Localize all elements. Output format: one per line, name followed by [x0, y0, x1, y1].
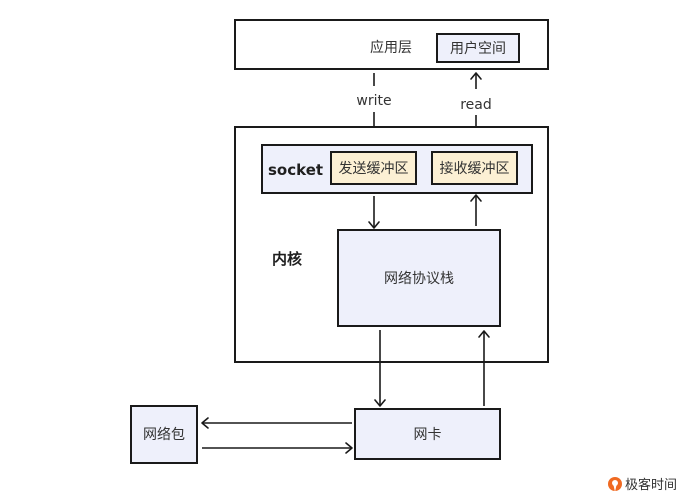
nic-to-packet-arrow	[201, 417, 352, 429]
send-to-stack-arrow	[368, 196, 380, 229]
watermark-text: 极客时间	[625, 477, 677, 493]
app-layer-label: 应用层	[370, 39, 412, 56]
nic-to-stack-arrow	[478, 330, 490, 406]
nic-label: 网卡	[414, 427, 442, 443]
send-buffer-box	[330, 151, 417, 185]
recv-buffer-label: 接收缓冲区	[440, 160, 510, 177]
network-stack-box	[337, 229, 501, 327]
geektime-logo: 极客时间	[608, 477, 677, 493]
send-buffer-label: 发送缓冲区	[339, 161, 409, 177]
user-space-label: 用户空间	[450, 40, 506, 57]
read-label: read	[460, 97, 492, 113]
nic-box	[354, 408, 501, 460]
stack-to-nic-arrow	[374, 330, 386, 407]
geektime-logo-icon	[608, 477, 622, 492]
kernel-label: 内核	[272, 250, 302, 268]
recv-buffer-box	[431, 151, 518, 185]
write-label: write	[356, 93, 391, 109]
socket-label: socket	[268, 161, 323, 179]
stack-to-recv-arrow	[470, 194, 482, 226]
packet-to-nic-arrow	[202, 442, 353, 454]
packet-label: 网络包	[143, 427, 185, 443]
user-space-box	[436, 33, 520, 63]
packet-box	[130, 405, 198, 464]
network-stack-label: 网络协议栈	[384, 271, 454, 287]
